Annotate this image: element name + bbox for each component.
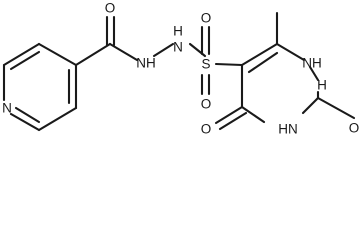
carbonyl-oxygen-bottom-label: O [201,122,212,137]
bond-pyridine [37,106,78,132]
bond-pyridine [2,42,41,67]
bond-c-o-bottom-double [218,111,248,131]
sulfonyl-oxygen-bottom-label: O [201,97,212,112]
hydrazide-nh-label: NH [136,56,156,71]
bond-c-n [108,42,139,62]
ring-nh-bottom-label: HN [278,122,298,137]
hydrazide-h-label: H [173,24,183,39]
pyridine-ring [2,42,78,132]
bond-ring [301,96,320,115]
molecule-drawing: O H N NH S O O N NH H HN O O [2,1,360,137]
amide-group [74,15,139,67]
hydrazide-n-label: N [173,40,183,55]
sulfonyl-oxygen-top-label: O [201,11,212,26]
bond-ring [240,42,279,67]
bond-ring-carbonyl [74,42,112,67]
double-bond-inner [9,50,41,71]
ring-nh-top-h-label: H [317,78,327,93]
pyrimidine-ring [214,11,356,131]
chemical-structure-diagram: O H N NH S O O N NH H HN O O [2,1,360,137]
bond-pyridine [9,112,41,132]
sulfonyl-group [200,25,244,96]
bond-c-o-bottom [214,105,244,125]
double-bond-inner [14,106,41,124]
bond-ring [308,65,320,82]
bond-pyridine [37,42,78,67]
carbonyl-oxygen-right-label: O [349,121,360,136]
double-bond-inner [247,51,279,74]
bond-ring [240,105,266,124]
ring-nh-top-label: NH [302,56,322,71]
bond-n-n [152,42,175,58]
bond-ring [275,42,306,62]
bond-c-o-right [316,96,356,120]
amide-oxygen-label: O [105,1,116,16]
pyridine-nitrogen-label: N [2,101,12,116]
sulfur-label: S [201,57,210,72]
bond-s-ring [214,62,244,67]
